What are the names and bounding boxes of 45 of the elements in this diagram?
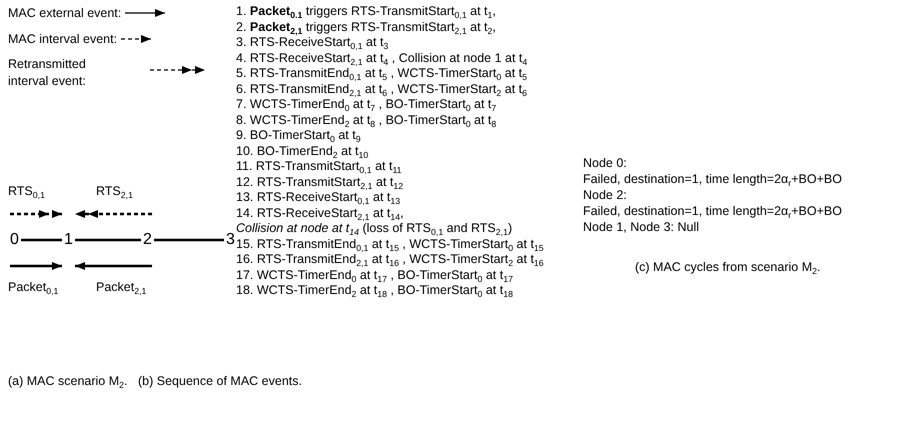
event-line: 6. RTS-TransmitEnd$_{2,1}$ at t$_{6}$ , WCTS-TimerStart$_{2}$ at t$_{6}$ — [236, 82, 527, 96]
caption: (a) MAC scenario M$_{2}$. — [8, 374, 128, 389]
node-label: 0 — [10, 232, 19, 248]
event-line: 8. WCTS-TimerEnd$_{2}$ at t$_{8}$ , BO-TimerStart$_{0}$ at t$_{8}$ — [236, 112, 496, 128]
node-label: 2 — [143, 232, 152, 248]
link-line — [21, 238, 62, 242]
caption: (c) MAC cycles from scenario M$_{2}$. — [635, 260, 820, 275]
legend-label: MAC external event: — [8, 6, 122, 21]
link-line — [75, 238, 141, 242]
event-line: 7. WCTS-TimerEnd$_{0}$ at t$_{7}$ , BO-TimerStart$_{0}$ at t$_{7}$ — [236, 97, 496, 112]
event-line: 13. RTS-ReceiveStart$_{0,1}$ at t$_{13}$ — [236, 190, 400, 205]
legend-label: Retransmitted interval event: — [8, 56, 87, 90]
legend-label: MAC interval event: — [8, 32, 118, 47]
edge-label: Packet$_{0,1}$ — [8, 280, 58, 295]
event-line: 5. RTS-TransmitEnd$_{0,1}$ at t$_{5}$ , WCTS-TimerStart$_{0}$ at t$_{5}$ — [236, 66, 527, 81]
event-line: 9. BO-TimerStart$_{0}$ at t$_{9}$ — [236, 128, 361, 143]
link-line — [10, 262, 62, 270]
event-line: 3. RTS-ReceiveStart$_{0,1}$ at t$_{3}$ — [236, 35, 388, 50]
cycle-text: Node 1, Node 3: Null — [583, 220, 700, 235]
caption: (b) Sequence of MAC events. — [138, 374, 302, 389]
cycle-text: Node 2: — [583, 188, 627, 203]
link-line — [10, 210, 62, 218]
event-line: 18. WCTS-TimerEnd$_{2}$ at t$_{18}$ , BO-TimerStart$_{0}$ at t$_{18}$ — [236, 283, 513, 298]
event-line: 10. BO-TimerEnd$_{2}$ at t$_{10}$ — [236, 144, 368, 158]
event-line: 2. Packet$_{2,1}$ triggers RTS-TransmitStart$_{2,1}$ at t$_{2}$, — [236, 20, 496, 34]
link-line — [75, 262, 152, 270]
event-line: 14. RTS-ReceiveStart$_{2,1}$ at t$_{14}$, — [236, 206, 404, 220]
event-line: 15. RTS-TransmitEnd$_{0,1}$ at t$_{15}$ , WCTS-TimerStart$_{0}$ at t$_{15}$ — [236, 236, 544, 252]
event-line: 16. RTS-TransmitEnd$_{2,1}$ at t$_{16}$ , WCTS-TimerStart$_{2}$ at t$_{16}$ — [236, 252, 544, 267]
node-label: 1 — [64, 232, 73, 248]
cycle-text: Node 0: — [583, 156, 627, 171]
event-line: 11. RTS-TransmitStart$_{0,1}$ at t$_{11}$ — [236, 159, 402, 174]
cycle-text: Failed, destination=1, time length=2α$_{r}$+BO+BO — [583, 172, 842, 187]
event-line: 4. RTS-ReceiveStart$_{2,1}$ at t$_{4}$ , Collision at node 1 at t$_{4}$ — [236, 50, 528, 66]
link-line — [154, 238, 224, 242]
edge-label: RTS$_{2,1}$ — [96, 184, 133, 199]
edge-label: RTS$_{0,1}$ — [8, 184, 45, 199]
edge-label: Packet$_{2,1}$ — [96, 280, 146, 295]
node-label: 3 — [226, 232, 235, 248]
event-line: 17. WCTS-TimerEnd$_{0}$ at t$_{17}$ , BO-TimerStart$_{0}$ at t$_{17}$ — [236, 268, 513, 282]
event-line: Collision at node at t$_{14}$ (loss of RTS$_{0,1}$ and RTS$_{2,1}$) — [236, 221, 512, 236]
event-line: 12. RTS-TransmitStart$_{2,1}$ at t$_{12}$ — [236, 174, 404, 190]
link-line — [75, 210, 152, 218]
event-line: 1. Packet$_{0.1}$ triggers RTS-TransmitStart$_{0,1}$ at t$_{1}$, — [236, 4, 496, 19]
cycle-text: Failed, destination=1, time length=2α$_{r}$+BO+BO — [583, 204, 842, 219]
